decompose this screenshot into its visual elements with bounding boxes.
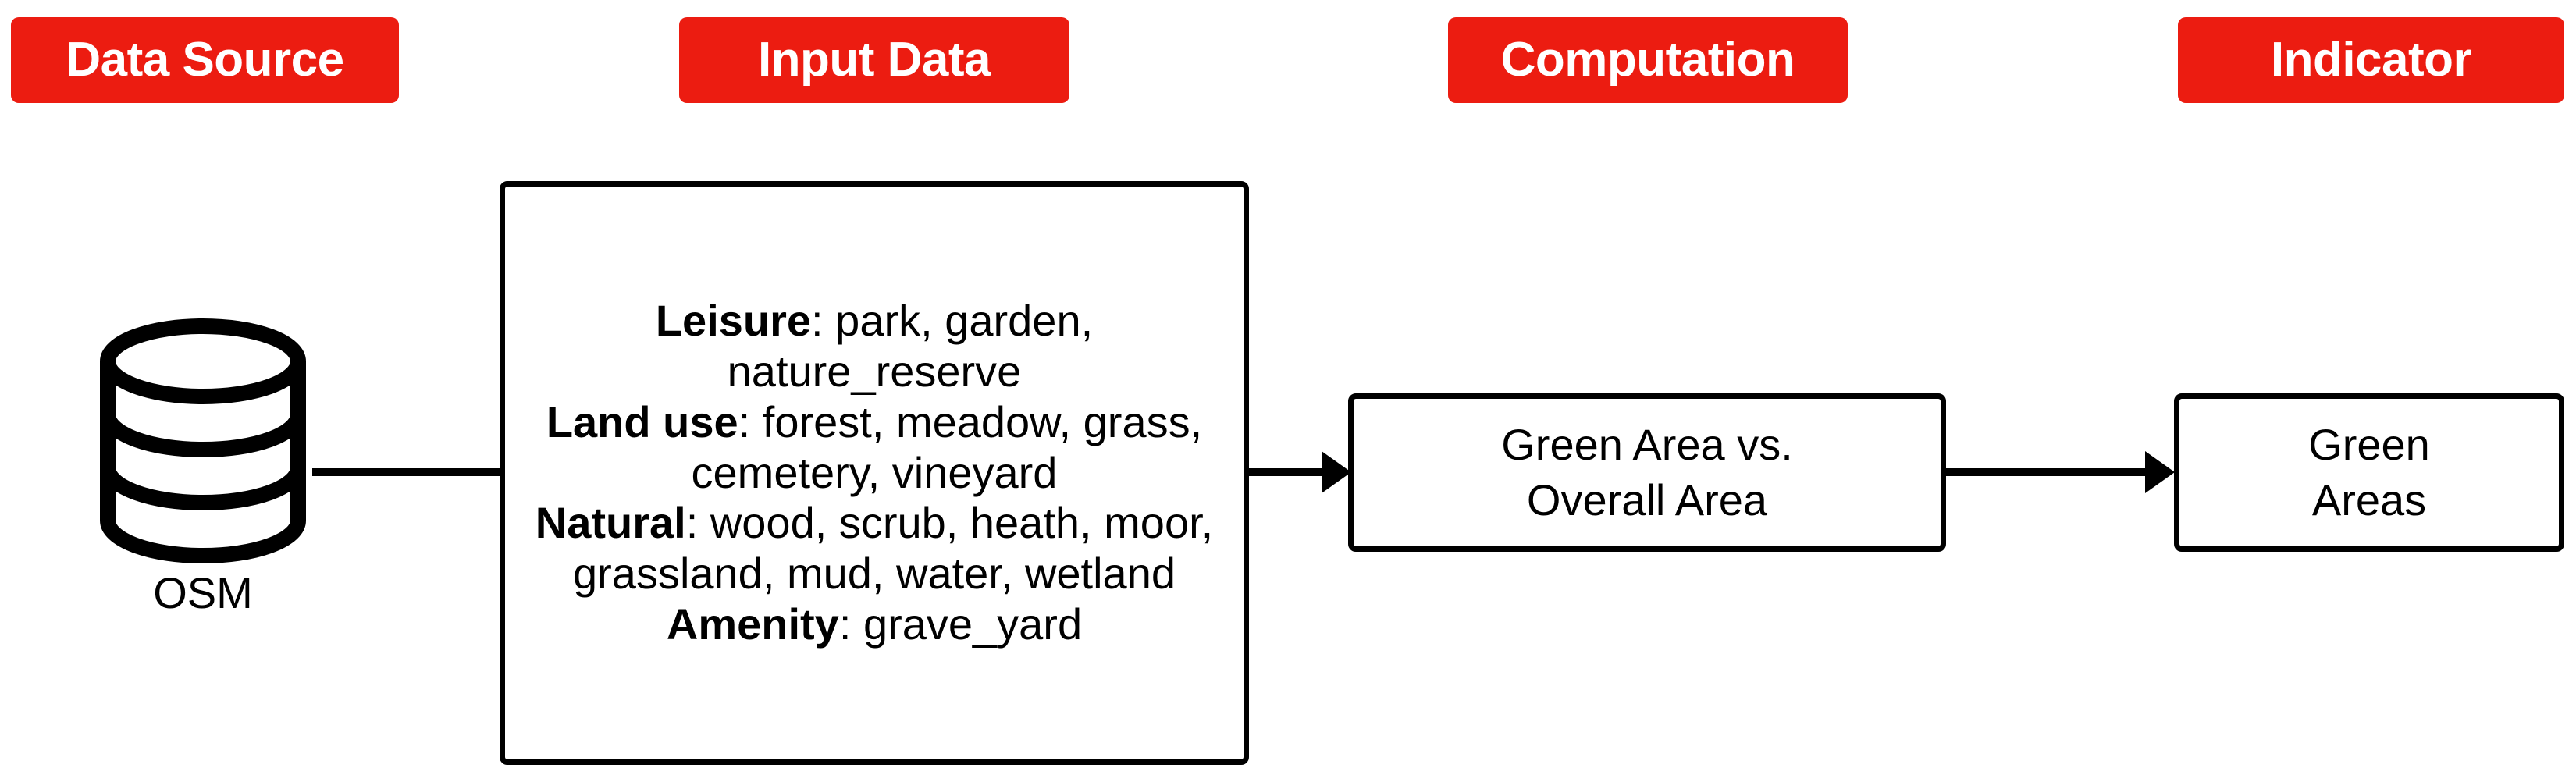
tag-key-amenity: Amenity bbox=[666, 599, 839, 649]
indicator-text: Green Areas bbox=[2308, 418, 2430, 528]
connector-computation-to-indicator bbox=[1944, 468, 2151, 476]
connector-osm-to-input-data bbox=[312, 468, 502, 476]
computation-box: Green Area vs. Overall Area bbox=[1348, 393, 1946, 552]
tag-values-land-use: forest, meadow, grass, cemetery, vineyar… bbox=[691, 396, 1203, 497]
arrow-head-icon-to-indicator bbox=[2145, 451, 2175, 493]
stage-badge-indicator: Indicator bbox=[2178, 17, 2564, 103]
tag-values-leisure: park, garden, nature_reserve bbox=[727, 295, 1094, 396]
stage-badge-data-source: Data Source bbox=[11, 17, 399, 103]
data-source-label: OSM bbox=[153, 568, 253, 617]
tag-key-leisure: Leisure bbox=[655, 295, 812, 345]
connector-input-data-to-computation bbox=[1247, 468, 1328, 476]
tag-group-leisure: Leisure: park, garden, nature_reserve bbox=[513, 296, 1236, 397]
computation-line-1: Green Area vs. bbox=[1501, 419, 1793, 469]
indicator-box: Green Areas bbox=[2174, 393, 2564, 552]
tag-separator-natural: : bbox=[685, 498, 710, 548]
tag-values-amenity: grave_yard bbox=[863, 599, 1083, 649]
indicator-line-2: Areas bbox=[2311, 475, 2427, 524]
data-source-node: OSM bbox=[86, 316, 320, 644]
tag-group-amenity: Amenity: grave_yard bbox=[513, 599, 1236, 650]
input-data-box: Leisure: park, garden, nature_reserve La… bbox=[500, 181, 1249, 765]
tag-key-natural: Natural bbox=[535, 498, 686, 548]
stage-badge-computation: Computation bbox=[1448, 17, 1848, 103]
input-data-tag-list: Leisure: park, garden, nature_reserve La… bbox=[513, 296, 1236, 651]
indicator-line-1: Green bbox=[2308, 419, 2430, 469]
arrow-head-icon-to-computation bbox=[1322, 451, 1351, 493]
tag-values-natural: wood, scrub, heath, moor, grassland, mud… bbox=[573, 498, 1214, 599]
tag-group-land-use: Land use: forest, meadow, grass, cemeter… bbox=[513, 397, 1236, 499]
tag-key-land-use: Land use bbox=[546, 396, 738, 446]
database-cylinder-icon bbox=[100, 318, 306, 563]
computation-line-2: Overall Area bbox=[1526, 475, 1768, 524]
tag-group-natural: Natural: wood, scrub, heath, moor, grass… bbox=[513, 498, 1236, 599]
tag-separator-land-use: : bbox=[738, 396, 763, 446]
tag-separator-amenity: : bbox=[838, 599, 863, 649]
computation-text: Green Area vs. Overall Area bbox=[1501, 418, 1793, 528]
stage-badge-input-data: Input Data bbox=[679, 17, 1069, 103]
tag-separator-leisure: : bbox=[811, 295, 836, 345]
